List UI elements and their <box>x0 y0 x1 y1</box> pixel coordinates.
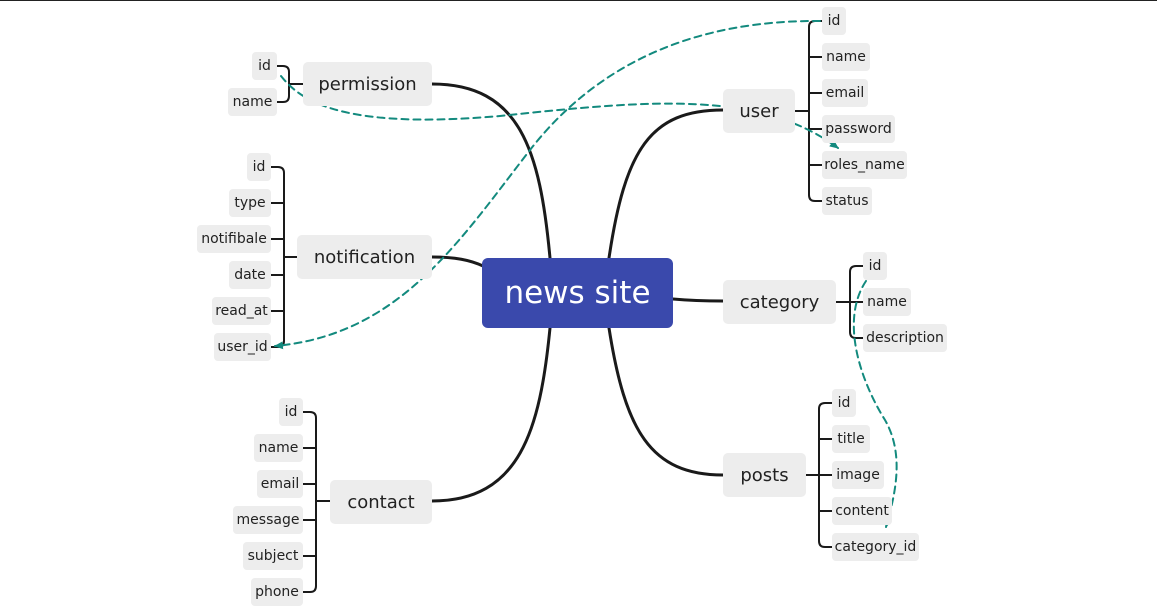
notification-field-id[interactable]: id <box>247 153 271 181</box>
branch-contact[interactable]: contact <box>330 480 432 524</box>
field-label: email <box>260 476 300 492</box>
posts-field-content[interactable]: content <box>832 497 892 525</box>
branch-user-label: user <box>739 100 779 122</box>
field-label: notifibale <box>201 231 267 247</box>
notification-field-date[interactable]: date <box>229 261 271 289</box>
relation-user-id-to-notification-user-id <box>274 19 821 350</box>
category-field-id[interactable]: id <box>863 252 887 280</box>
posts-field-category-id[interactable]: category_id <box>832 533 919 561</box>
branch-category[interactable]: category <box>723 280 836 324</box>
field-label: date <box>234 267 266 283</box>
bracket-user <box>794 20 823 202</box>
branch-notification-label: notification <box>313 246 416 268</box>
field-label: description <box>866 330 944 346</box>
connector-notification <box>430 255 485 268</box>
connector-category <box>671 297 725 303</box>
user-field-roles-name[interactable]: roles_name <box>822 151 907 179</box>
bracket-permission <box>276 65 304 103</box>
category-field-name[interactable]: name <box>863 288 911 316</box>
contact-field-email[interactable]: email <box>257 470 303 498</box>
field-label: password <box>825 121 892 137</box>
branch-permission-label: permission <box>318 73 417 95</box>
notification-field-type[interactable]: type <box>229 189 271 217</box>
field-label: id <box>252 159 266 175</box>
category-field-description[interactable]: description <box>863 324 947 352</box>
notification-field-notifibale[interactable]: notifibale <box>197 225 271 253</box>
field-label: id <box>258 58 271 74</box>
branch-posts[interactable]: posts <box>723 453 806 497</box>
field-label: status <box>825 193 869 209</box>
field-label: user_id <box>217 339 268 355</box>
contact-field-name[interactable]: name <box>254 434 303 462</box>
field-label: message <box>236 512 300 528</box>
branch-user[interactable]: user <box>723 89 795 133</box>
field-label: category_id <box>834 539 917 555</box>
user-field-password[interactable]: password <box>822 115 895 143</box>
user-field-id[interactable]: id <box>822 7 846 35</box>
connector-permission <box>430 82 552 260</box>
field-label: id <box>868 258 882 274</box>
branch-permission[interactable]: permission <box>303 62 432 106</box>
field-label: id <box>837 395 851 411</box>
central-topic-label: news site <box>504 275 651 311</box>
bracket-posts <box>805 402 833 548</box>
field-label: content <box>835 503 889 519</box>
permission-field-id[interactable]: id <box>252 52 277 80</box>
contact-field-id[interactable]: id <box>279 398 303 426</box>
connector-contact <box>430 326 552 503</box>
field-label: name <box>258 440 299 456</box>
user-field-name[interactable]: name <box>822 43 870 71</box>
top-border-line <box>0 0 1157 1</box>
field-label: type <box>234 195 266 211</box>
connector-user <box>607 108 725 260</box>
bracket-contact <box>302 411 331 593</box>
branch-contact-label: contact <box>347 491 415 513</box>
field-label: read_at <box>215 303 268 319</box>
branch-posts-label: posts <box>740 464 789 486</box>
field-label: title <box>837 431 865 447</box>
field-label: subject <box>247 548 299 564</box>
permission-field-name[interactable]: name <box>228 88 277 116</box>
posts-field-image[interactable]: image <box>832 461 884 489</box>
bracket-category <box>835 265 864 339</box>
branch-notification[interactable]: notification <box>297 235 432 279</box>
field-label: id <box>827 13 841 29</box>
user-field-email[interactable]: email <box>822 79 868 107</box>
contact-field-message[interactable]: message <box>233 506 303 534</box>
connector-posts <box>607 326 725 477</box>
central-topic-news-site[interactable]: news site <box>482 258 673 328</box>
notification-field-read-at[interactable]: read_at <box>212 297 271 325</box>
posts-field-id[interactable]: id <box>832 389 856 417</box>
bracket-notification <box>270 166 298 348</box>
contact-field-phone[interactable]: phone <box>251 578 303 606</box>
branch-category-label: category <box>739 291 820 313</box>
field-label: image <box>836 467 880 483</box>
field-label: phone <box>255 584 299 600</box>
field-label: roles_name <box>824 157 905 173</box>
field-label: email <box>825 85 865 101</box>
field-label: name <box>232 94 273 110</box>
field-label: name <box>867 294 907 310</box>
field-label: id <box>284 404 298 420</box>
relation-category-id-to-posts-category-id <box>852 280 898 528</box>
notification-field-user-id[interactable]: user_id <box>214 333 271 361</box>
user-field-status[interactable]: status <box>822 187 872 215</box>
posts-field-title[interactable]: title <box>832 425 870 453</box>
field-label: name <box>826 49 866 65</box>
contact-field-subject[interactable]: subject <box>243 542 303 570</box>
